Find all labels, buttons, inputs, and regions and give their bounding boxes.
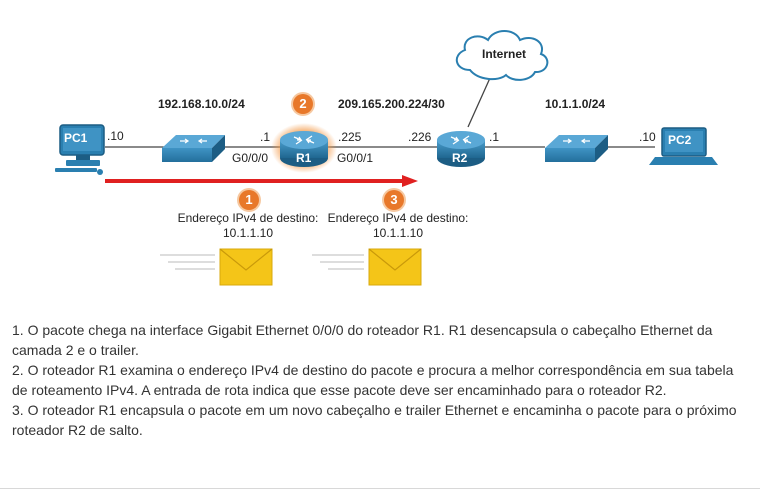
step-item-2: 2. O roteador R1 examina o endereço IPv4…: [12, 362, 734, 398]
pc2-label: PC2: [668, 133, 692, 147]
step-item-3: 3. O roteador R1 encapsula o pacote em u…: [12, 402, 737, 438]
pc2-address-label: .10: [639, 130, 656, 144]
pc2-laptop-icon: [649, 127, 718, 165]
r1-label: R1: [296, 151, 312, 165]
switch1-icon: [162, 135, 225, 162]
steps-list: 1. O pacote chega na interface Gigabit E…: [12, 320, 752, 440]
r1-right-address-label: .225: [338, 130, 362, 144]
r1-left-address-label: .1: [260, 130, 271, 144]
destination-value: 10.1.1.10: [372, 226, 424, 240]
destination-value: 10.1.1.10: [222, 226, 274, 240]
packet-envelope-1-icon: [160, 248, 273, 286]
step-badge-1: 1: [239, 190, 259, 210]
r2-right-address-label: .1: [489, 130, 500, 144]
step-badge-3: 3: [384, 190, 404, 210]
pc1-icon: [55, 124, 105, 175]
r2-left-address-label: .226: [408, 130, 432, 144]
router-r2-icon: [437, 131, 485, 167]
router-r1-icon: [280, 131, 328, 167]
step-badge-2: 2: [293, 94, 313, 114]
internet-label: Internet: [482, 47, 527, 61]
internet-cloud-icon: [455, 30, 549, 81]
network-middle-label: 209.165.200.224/30: [338, 97, 445, 111]
r1-interface-g000-label: G0/0/0: [232, 151, 269, 165]
link-r2-internet: [467, 77, 491, 128]
pc1-label: PC1: [64, 131, 88, 145]
destination-label: Endereço IPv4 de destino:: [327, 211, 469, 225]
destination-address-2: Endereço IPv4 de destino: 10.1.1.10: [323, 211, 473, 241]
pc1-address-label: .10: [107, 129, 124, 143]
packet-flow-arrow: [105, 175, 418, 187]
r1-interface-g001-label: G0/0/1: [337, 151, 374, 165]
r2-label: R2: [452, 151, 468, 165]
step-item-1: 1. O pacote chega na interface Gigabit E…: [12, 322, 713, 358]
network-right-label: 10.1.1.0/24: [545, 97, 606, 111]
topology-graphics: [55, 30, 718, 286]
packet-envelope-2-icon: [312, 248, 422, 286]
network-diagram: Internet 192.168.10.0/24 209.165.200.224…: [55, 30, 718, 286]
network-left-label: 192.168.10.0/24: [158, 97, 245, 111]
switch2-icon: [545, 135, 608, 162]
destination-address-1: Endereço IPv4 de destino: 10.1.1.10: [173, 211, 323, 241]
bottom-divider: [0, 488, 760, 489]
destination-label: Endereço IPv4 de destino:: [177, 211, 319, 225]
